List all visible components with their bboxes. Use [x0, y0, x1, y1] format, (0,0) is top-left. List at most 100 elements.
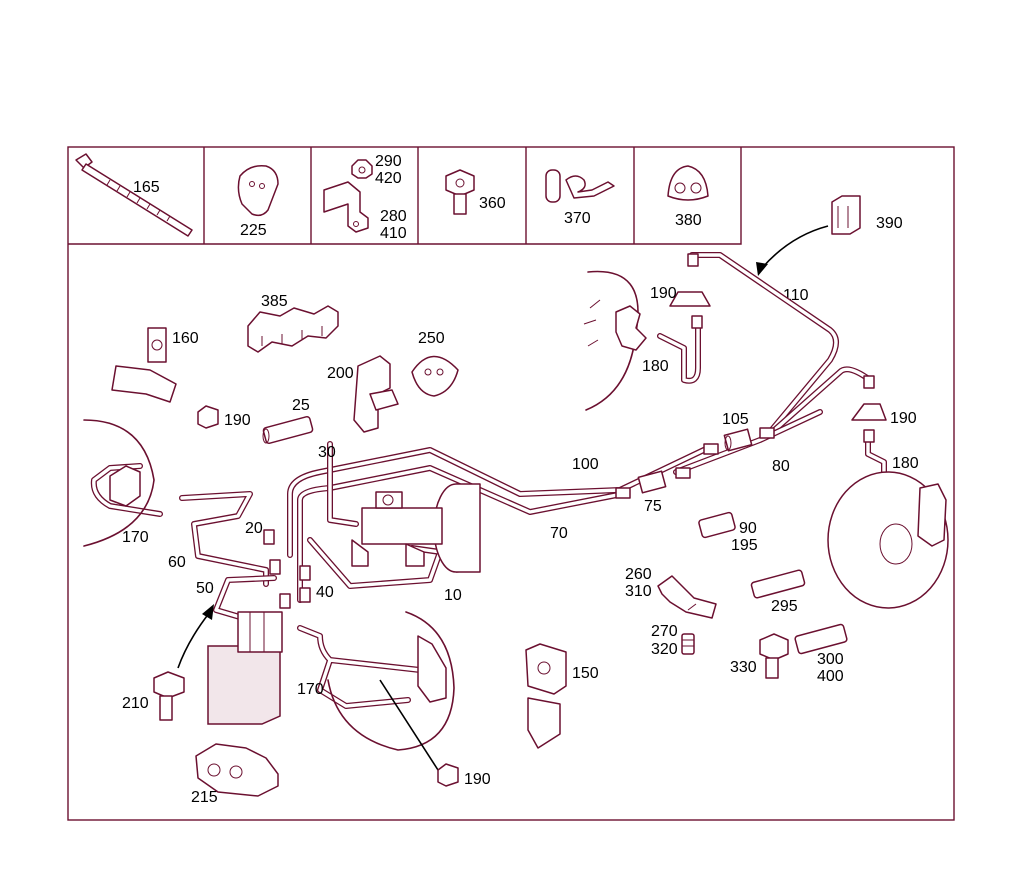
callout-75: 75: [644, 498, 662, 515]
callout-380: 380: [675, 212, 702, 229]
callout-270: 270: [651, 623, 678, 640]
tube-300: [794, 623, 848, 655]
callout-165: 165: [133, 179, 160, 196]
clip-plate-part: [237, 164, 279, 217]
callout-385: 385: [261, 293, 288, 310]
brake-pipe-core: [674, 410, 822, 474]
grommet-330: [759, 633, 789, 679]
callout-190: 190: [464, 771, 491, 788]
callout-100: 100: [572, 456, 599, 473]
leader-190: [379, 679, 439, 771]
callout-210: 210: [122, 695, 149, 712]
grommet-clip-part: [445, 169, 475, 215]
brake-pipe-core: [308, 538, 442, 588]
callout-180: 180: [642, 358, 669, 375]
connector-385: [247, 305, 339, 353]
hydraulic-unit: [207, 611, 283, 725]
nut-bracket-part: [323, 159, 373, 233]
tube-90: [698, 511, 736, 539]
bracket-190-right: [851, 403, 887, 421]
callout-20: 20: [245, 520, 263, 537]
callout-260: 260: [625, 566, 652, 583]
tube-75: [637, 470, 667, 494]
callout-200: 200: [327, 365, 354, 382]
brake-pipe-core: [298, 466, 624, 602]
pipe-clip-part: [545, 169, 615, 203]
brake-pipe: [689, 252, 839, 435]
rear-right-brake-disc: [583, 270, 711, 411]
diagram-frame: [67, 146, 955, 821]
brake-pipe-core: [328, 442, 358, 526]
sensor-bracket-160: [111, 327, 177, 403]
callout-300: 300: [817, 651, 844, 668]
pipe-fittings: [263, 253, 875, 609]
brake-pipe-core: [658, 318, 700, 383]
callout-60: 60: [168, 554, 186, 571]
callout-40: 40: [316, 584, 334, 601]
callout-215: 215: [191, 789, 218, 806]
bracket-150: [525, 643, 567, 749]
arrow-head: [756, 262, 768, 276]
brake-pipe-core: [92, 464, 162, 516]
clip-plate-250: [411, 355, 459, 397]
callout-150: 150: [572, 665, 599, 682]
arrow-210: [177, 611, 211, 669]
tube-295: [750, 569, 806, 599]
callout-290: 290: [375, 153, 402, 170]
callout-250: 250: [418, 330, 445, 347]
callout-400: 400: [817, 668, 844, 685]
front-left-brake-disc: [83, 419, 155, 547]
callout-25: 25: [292, 397, 310, 414]
arrow-390: [761, 225, 829, 269]
callout-280: 280: [380, 208, 407, 225]
callout-80: 80: [772, 458, 790, 475]
callout-420: 420: [375, 170, 402, 187]
clip-390-part: [831, 195, 861, 235]
callout-190: 190: [224, 412, 251, 429]
rubber-mount-part: [667, 165, 709, 201]
bracket-190-left: [197, 405, 219, 429]
brake-pipe-core: [180, 492, 268, 586]
connector-215: [195, 743, 279, 797]
brake-pipe-core: [288, 446, 710, 557]
callout-410: 410: [380, 225, 407, 242]
cable-tie-part: [75, 153, 193, 237]
callout-390: 390: [876, 215, 903, 232]
callout-330: 330: [730, 659, 757, 676]
brake-pipe-core: [690, 253, 838, 434]
callout-50: 50: [196, 580, 214, 597]
brake-pipe: [767, 366, 873, 437]
callout-360: 360: [479, 195, 506, 212]
callout-370: 370: [564, 210, 591, 227]
clip-260: [657, 575, 717, 619]
bracket-200: [353, 355, 399, 433]
callout-90: 90: [739, 520, 757, 537]
callout-170: 170: [297, 681, 324, 698]
callout-105: 105: [722, 411, 749, 428]
master-cylinder-booster: [351, 483, 481, 573]
rear-left-brake-disc: [327, 611, 455, 751]
callout-70: 70: [550, 525, 568, 542]
header-strip-border: [68, 147, 742, 245]
bolt-270: [681, 633, 695, 655]
callout-170: 170: [122, 529, 149, 546]
front-right-brake-disc: [827, 471, 949, 609]
callout-30: 30: [318, 444, 336, 461]
callout-190: 190: [650, 285, 677, 302]
callout-195: 195: [731, 537, 758, 554]
callout-320: 320: [651, 641, 678, 658]
callout-310: 310: [625, 583, 652, 600]
callout-10: 10: [444, 587, 462, 604]
arrow-head: [202, 604, 214, 620]
tube-105: [723, 428, 753, 452]
callout-295: 295: [771, 598, 798, 615]
callout-190: 190: [890, 410, 917, 427]
callout-180: 180: [892, 455, 919, 472]
bracket-190-bottom: [437, 763, 459, 787]
sensor-210: [153, 671, 185, 721]
callout-225: 225: [240, 222, 267, 239]
tube-25: [262, 415, 314, 445]
callout-160: 160: [172, 330, 199, 347]
